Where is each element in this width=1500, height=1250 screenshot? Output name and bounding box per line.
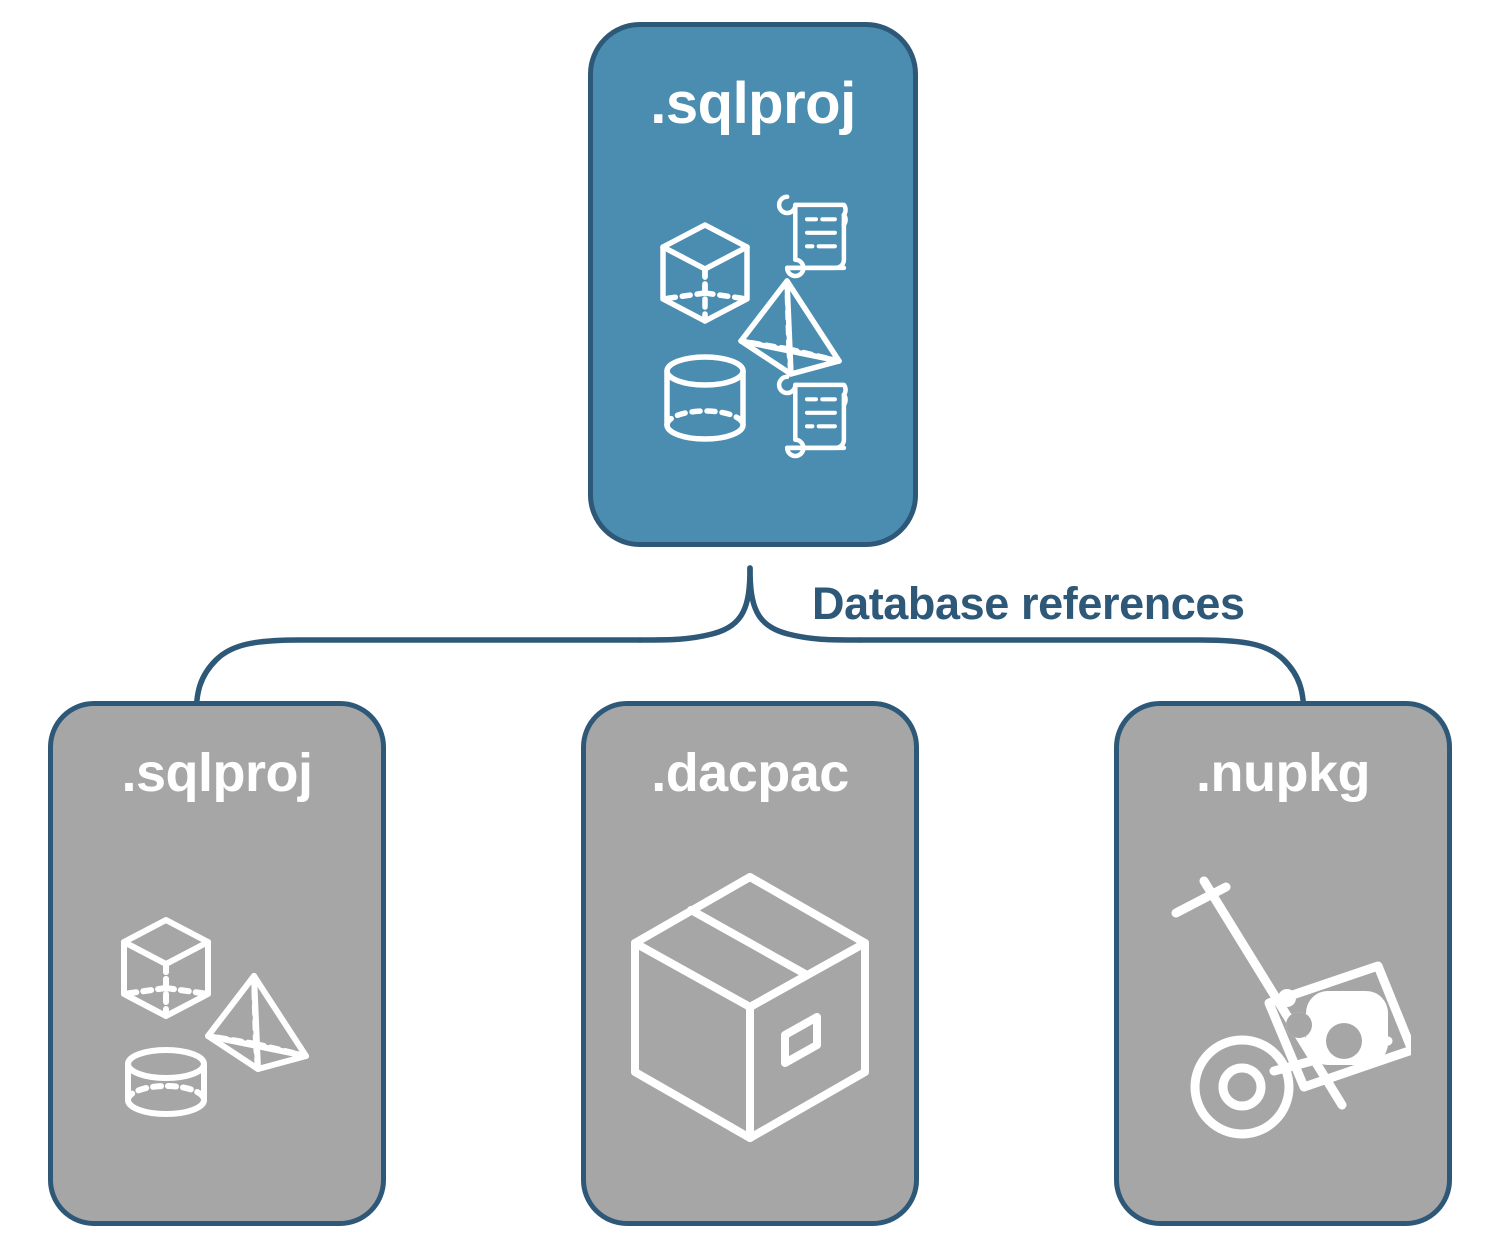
pyramid-icon <box>738 277 842 377</box>
card-root-title: .sqlproj <box>650 71 856 136</box>
database-objects-illustration <box>120 917 309 1117</box>
cube-icon <box>660 221 750 324</box>
database-objects-illustration <box>660 194 848 458</box>
card-reference-sqlproj[interactable]: .sqlproj <box>48 701 386 1226</box>
nuget-package-icon <box>1264 961 1411 1092</box>
card-reference-sqlproj-icon-area <box>53 800 381 1221</box>
card-reference-nupkg-title: .nupkg <box>1196 743 1370 803</box>
card-root-sqlproj[interactable]: .sqlproj <box>588 22 918 547</box>
card-reference-dacpac-icon-area <box>586 800 914 1221</box>
package-box-icon <box>631 873 869 1142</box>
hand-truck-icon <box>1171 876 1411 1139</box>
card-reference-nupkg[interactable]: .nupkg <box>1114 701 1452 1226</box>
cylinder-icon <box>124 1047 207 1117</box>
connector-label-database-references: Database references <box>812 578 1245 629</box>
scroll-icon <box>776 194 848 278</box>
card-reference-dacpac-title: .dacpac <box>651 743 849 803</box>
card-root-icon-area <box>593 133 913 542</box>
cylinder-icon <box>664 353 746 442</box>
card-reference-nupkg-icon-area <box>1119 800 1447 1221</box>
cube-icon <box>120 917 211 1019</box>
card-reference-dacpac[interactable]: .dacpac <box>581 701 919 1226</box>
nuget-logo-cutouts <box>1285 1012 1362 1059</box>
pyramid-icon <box>204 973 309 1072</box>
scroll-icon <box>776 374 848 458</box>
card-reference-sqlproj-title: .sqlproj <box>121 743 313 803</box>
